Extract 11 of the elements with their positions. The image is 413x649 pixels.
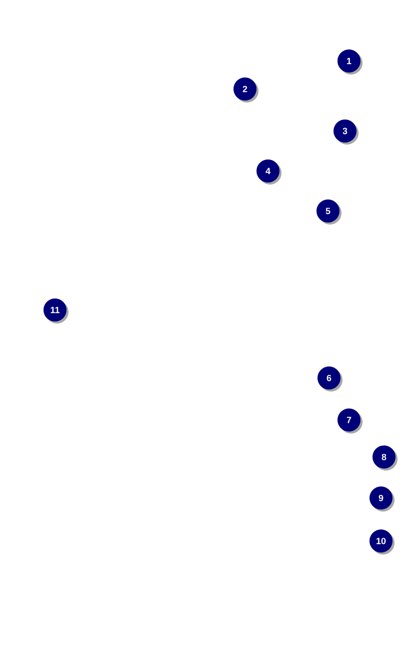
- callout-number: 6: [318, 366, 342, 392]
- callout-number: 7: [338, 408, 362, 434]
- callout-number: 1: [338, 50, 362, 74]
- callout-number: 9: [370, 486, 394, 512]
- callout-number: 3: [334, 120, 358, 144]
- callout-number: 4: [256, 160, 282, 184]
- callout-number: 11: [44, 298, 68, 324]
- callout-number: 5: [316, 200, 342, 224]
- callout-number: 10: [370, 530, 394, 554]
- callout-number: 8: [372, 446, 398, 470]
- callout-number: 2: [234, 78, 258, 102]
